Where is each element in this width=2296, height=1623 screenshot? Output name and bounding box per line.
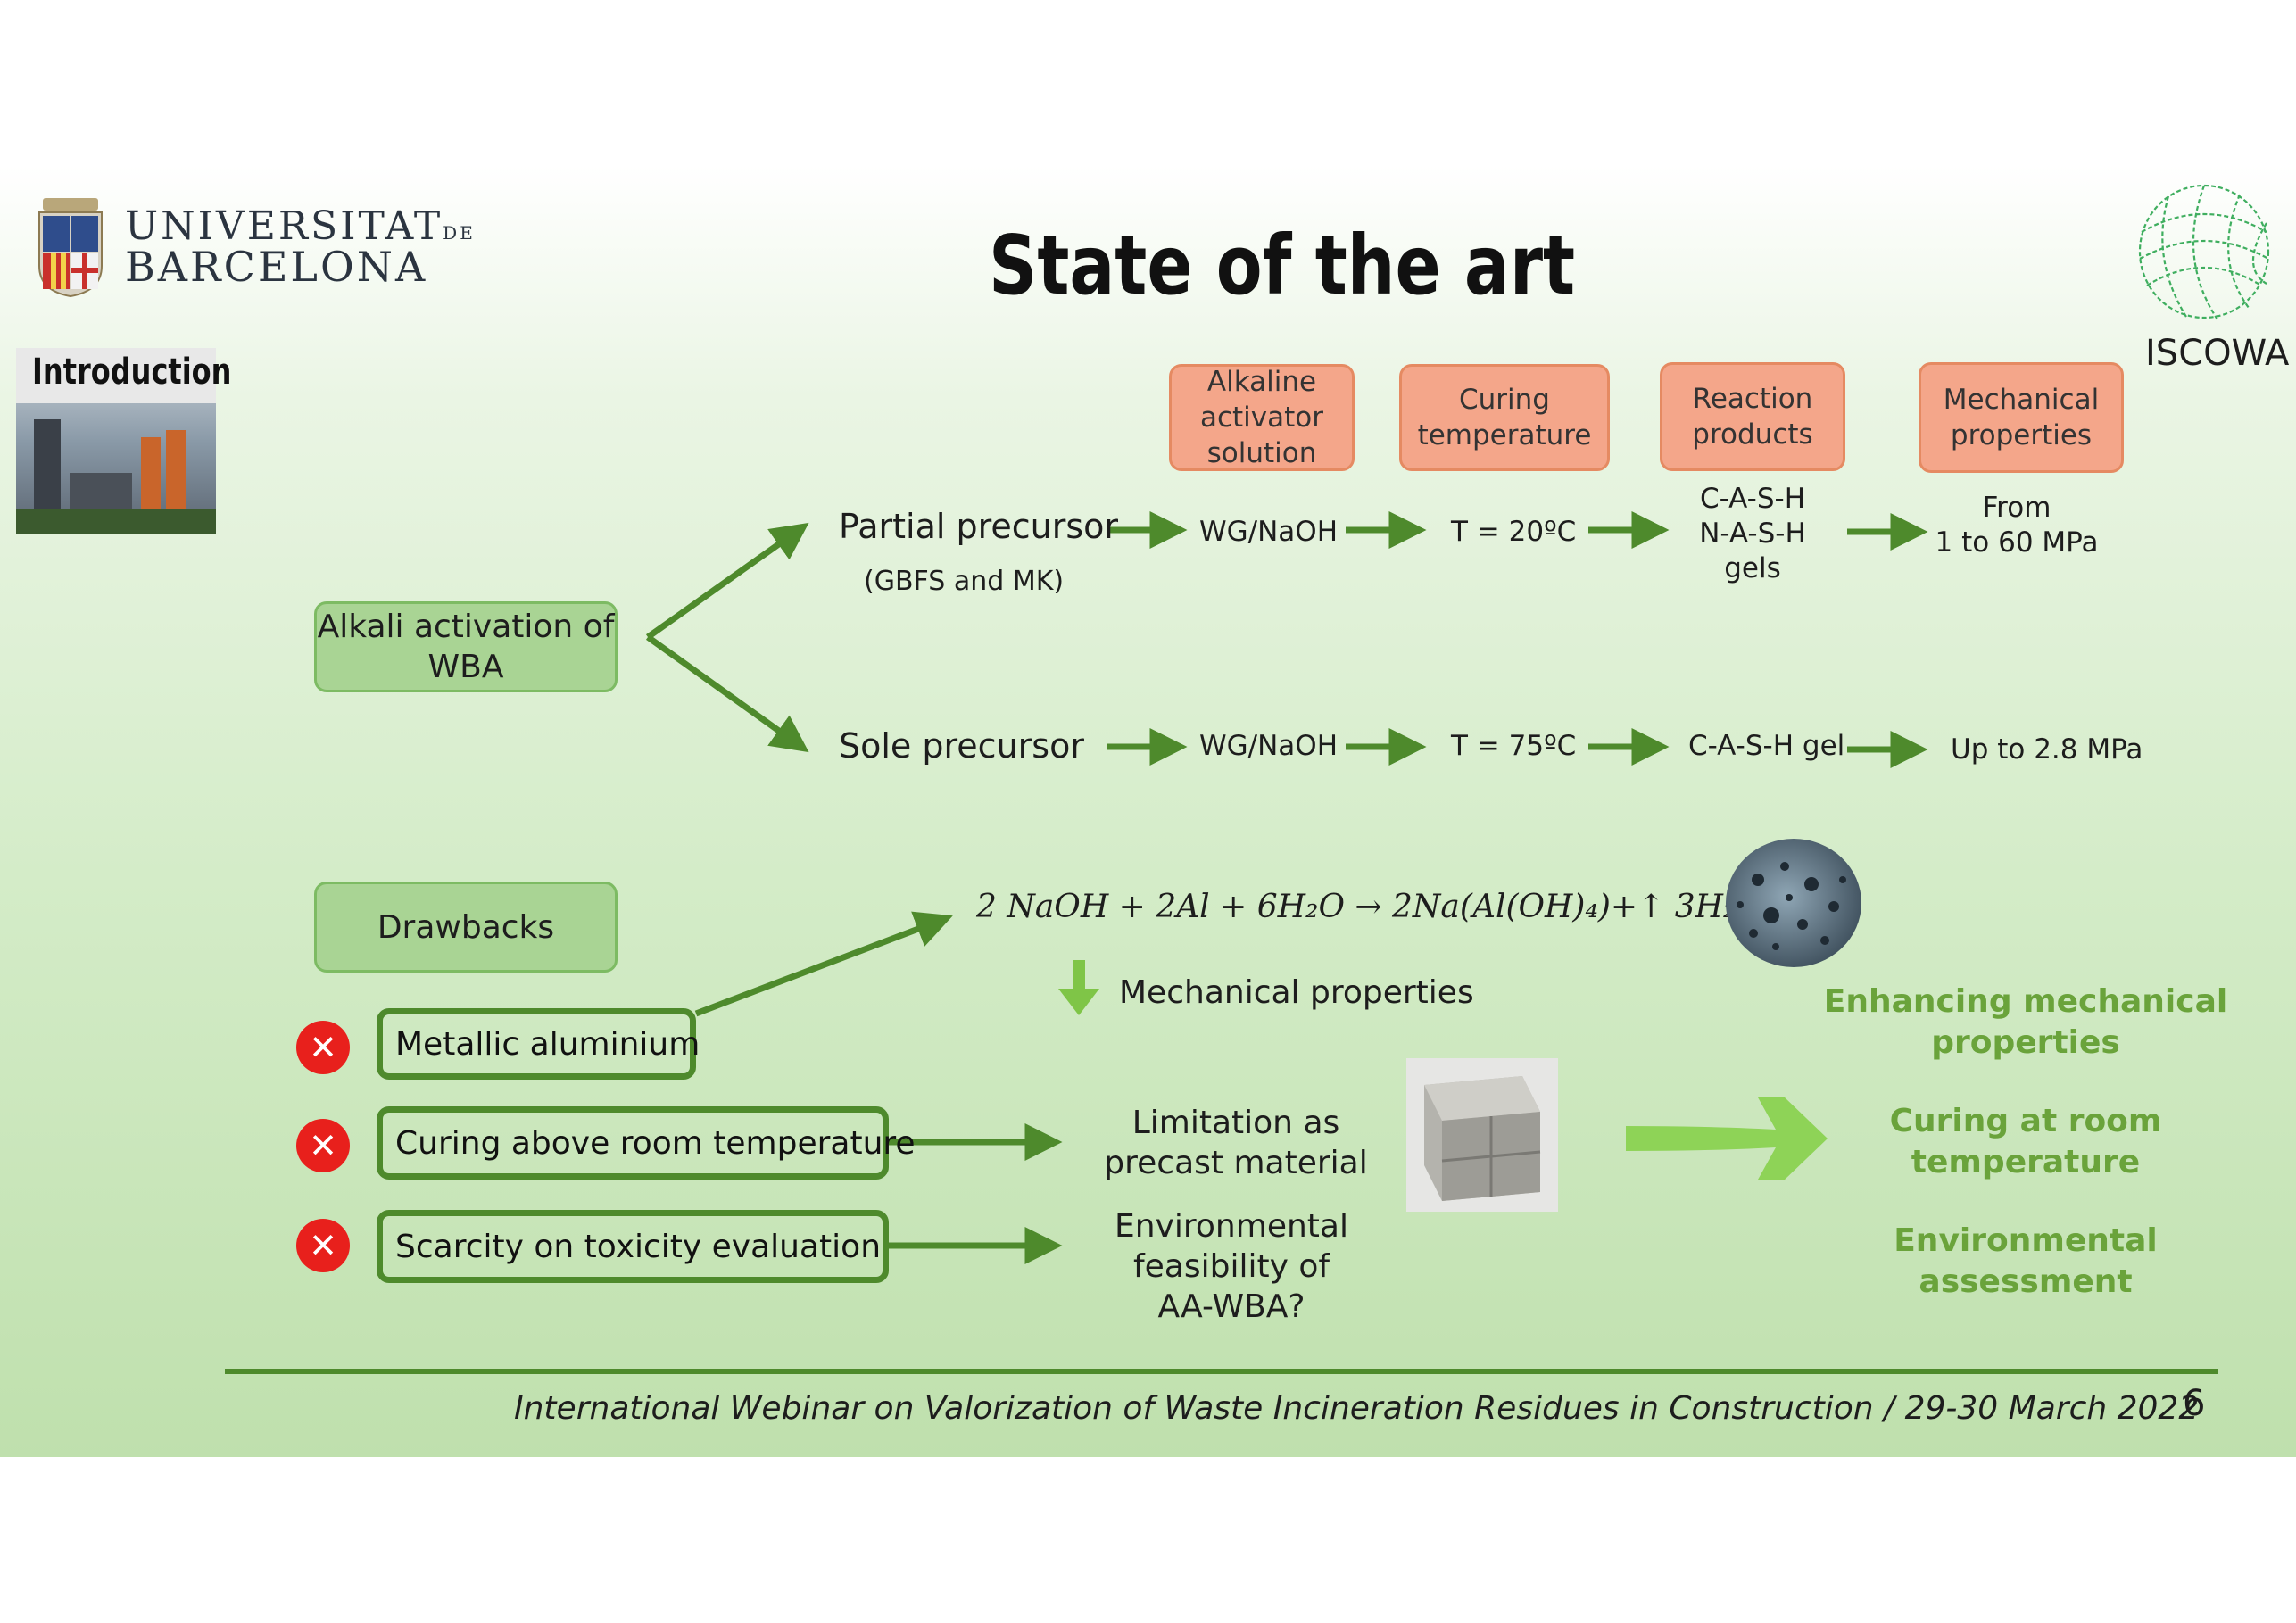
- goal-1-line-1: Enhancing mechanical: [1823, 983, 2228, 1020]
- partial-mechanical: From 1 to 60 MPa: [1919, 491, 2115, 560]
- goal-curing-room-temperature: Curing at room temperature: [1820, 1101, 2231, 1183]
- environmental-feasibility-2: feasibility of: [1132, 1248, 1330, 1285]
- goal-1-line-2: properties: [1931, 1024, 2120, 1062]
- porous-material-image: [1722, 835, 1865, 971]
- partial-temperature: T = 20ºC: [1451, 516, 1577, 548]
- partial-precursor-sub: (GBFS and MK): [864, 566, 1065, 597]
- down-arrow-icon: [1058, 960, 1099, 1015]
- x-mark-icon: ✕: [296, 1219, 350, 1272]
- drawback-curing-temperature: Curing above room temperature: [377, 1106, 916, 1180]
- drawbacks-box: Drawbacks: [314, 882, 618, 973]
- iscowa-globe-icon: [2133, 178, 2275, 326]
- goal-3-line-1: Environmental: [1894, 1222, 2158, 1259]
- mechanical-properties-effect: Mechanical properties: [1119, 974, 1474, 1011]
- university-crest-icon: [36, 195, 105, 300]
- partial-activator: WG/NaOH: [1199, 516, 1339, 548]
- drawback-metallic-aluminium: Metallic aluminium: [377, 1008, 700, 1080]
- environmental-feasibility-1: Environmental: [1115, 1208, 1348, 1245]
- precast-limitation-2: precast material: [1104, 1145, 1368, 1181]
- footer-text: International Webinar on Valorization of…: [514, 1390, 2200, 1427]
- page-title: State of the art: [989, 218, 1576, 313]
- concrete-blocks-image: [1406, 1058, 1558, 1212]
- goal-environmental-assessment: Environmental assessment: [1820, 1221, 2231, 1303]
- iscowa-label: ISCOWA: [2145, 333, 2290, 374]
- university-line1: UNIVERSITAT: [125, 203, 443, 249]
- column-header-activator: Alkaline activator solution: [1169, 364, 1355, 471]
- page-number: 6: [2183, 1383, 2206, 1424]
- partial-mechanical-2: 1 to 60 MPa: [1935, 526, 2099, 559]
- x-mark-icon: ✕: [296, 1119, 350, 1172]
- precast-limitation: Limitation as precast material: [1089, 1103, 1383, 1183]
- goal-2-line-1: Curing at room: [1889, 1103, 2162, 1139]
- partial-precursor-label: Partial precursor: [839, 507, 1119, 546]
- precast-limitation-1: Limitation as: [1131, 1105, 1340, 1141]
- branch-arrow-sole: [645, 634, 809, 753]
- branch-arrow-partial: [645, 522, 809, 640]
- partial-products: C-A-S-H N-A-S-H gels: [1681, 482, 1824, 586]
- university-line2: BARCELONA: [125, 243, 428, 291]
- drawback-toxicity: Scarcity on toxicity evaluation: [377, 1210, 889, 1283]
- partial-product-2: N-A-S-H: [1699, 518, 1806, 550]
- sole-mechanical: Up to 2.8 MPa: [1951, 733, 2143, 766]
- column-header-mechanical: Mechanical properties: [1919, 362, 2124, 473]
- university-logo-text: UNIVERSITATDE: [125, 203, 476, 249]
- column-header-reaction: Reaction products: [1660, 362, 1845, 471]
- goal-3-line-2: assessment: [1919, 1263, 2133, 1301]
- introduction-thumbnail[interactable]: [16, 348, 216, 534]
- partial-product-3: gels: [1724, 552, 1781, 584]
- x-mark-icon: ✕: [296, 1021, 350, 1074]
- sole-temperature: T = 75ºC: [1451, 730, 1577, 762]
- alkali-activation-box: Alkali activation of WBA: [314, 601, 618, 692]
- sole-activator: WG/NaOH: [1199, 730, 1339, 762]
- goal-2-line-2: temperature: [1911, 1144, 2141, 1181]
- university-de: DE: [443, 222, 476, 244]
- goal-enhancing-mechanical: Enhancing mechanical properties: [1820, 981, 2231, 1064]
- column-header-curing: Curing temperature: [1399, 364, 1610, 471]
- environmental-feasibility: Environmental feasibility of AA-WBA?: [1089, 1206, 1374, 1327]
- section-title: Introduction: [32, 352, 232, 393]
- sole-precursor-label: Sole precursor: [839, 726, 1084, 766]
- partial-product-1: C-A-S-H: [1699, 483, 1806, 515]
- environmental-feasibility-3: AA-WBA?: [1157, 1288, 1305, 1325]
- arrow-aluminium-reaction: [694, 911, 953, 1017]
- big-right-arrow-icon: [1626, 1097, 1828, 1180]
- sole-products: C-A-S-H gel: [1688, 730, 1845, 762]
- partial-mechanical-1: From: [1982, 492, 2051, 524]
- reaction-equation: 2 NaOH + 2Al + 6H₂O → 2Na(Al(OH)₄)+↑ 3H₂…: [976, 889, 1763, 925]
